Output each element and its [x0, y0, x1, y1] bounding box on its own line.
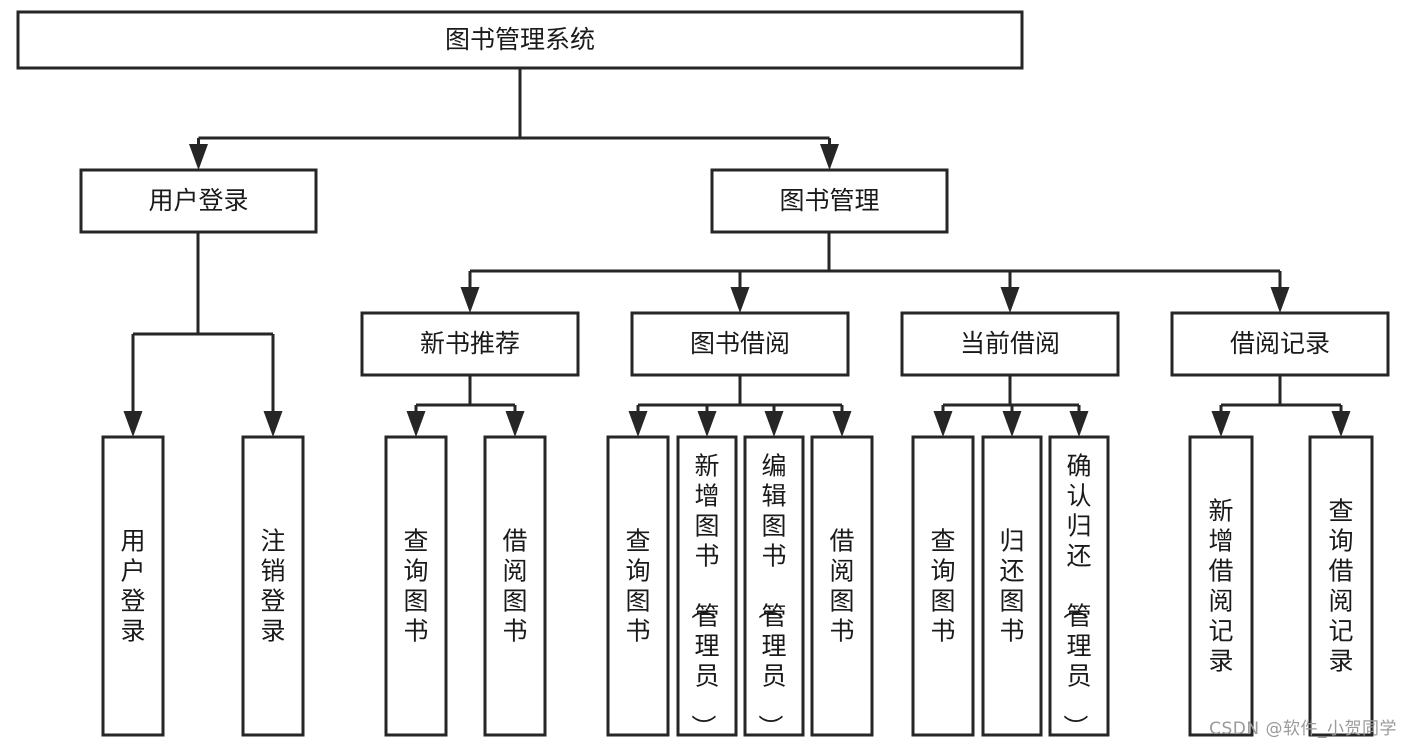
node-label: 图书管理系统: [445, 25, 595, 54]
node-label: 查询借阅记录: [1328, 496, 1353, 675]
node-book-borrow[interactable]: 图书借阅: [630, 311, 850, 377]
node-label: 新增图书（管理员）: [688, 451, 719, 739]
node-label: 图书管理: [779, 186, 879, 215]
node-leaf-add-book[interactable]: 新增图书（管理员）: [676, 435, 738, 739]
node-leaf-query-book-1[interactable]: 查询图书: [384, 435, 448, 737]
node-box: [900, 311, 1120, 377]
node-label: 用户登录: [120, 526, 145, 645]
node-leaf-query-record[interactable]: 查询借阅记录: [1308, 435, 1374, 737]
node-box: [101, 435, 165, 737]
node-box: [241, 435, 305, 737]
node-leaf-query-book-2[interactable]: 查询图书: [606, 435, 670, 737]
node-label: 用户登录: [148, 186, 248, 215]
node-box: [676, 435, 738, 737]
node-borrow-record[interactable]: 借阅记录: [1170, 311, 1390, 377]
node-label: 借阅记录: [1230, 329, 1330, 358]
node-box: [1170, 311, 1390, 377]
node-leaf-return-book[interactable]: 归还图书: [981, 435, 1043, 737]
arrow-head-icon: [189, 144, 208, 170]
node-leaf-user-login[interactable]: 用户登录: [101, 435, 165, 737]
arrow-head-icon: [406, 411, 426, 437]
arrow-head-icon: [1000, 287, 1020, 313]
arrow-head-icon: [263, 411, 283, 437]
node-label: 确认归还（管理员）: [1060, 451, 1091, 739]
arrow-head-icon: [697, 411, 717, 437]
node-label: 查询图书: [625, 526, 650, 645]
node-box: [384, 435, 448, 737]
node-leaf-edit-book[interactable]: 编辑图书（管理员）: [743, 435, 805, 739]
node-label: 新书推荐: [420, 329, 520, 358]
connectors-layer: [123, 68, 1351, 437]
node-box: [911, 435, 975, 737]
node-leaf-query-book-3[interactable]: 查询图书: [911, 435, 975, 737]
node-current-borrow[interactable]: 当前借阅: [900, 311, 1120, 377]
node-box: [981, 435, 1043, 737]
node-label: 查询图书: [930, 526, 955, 645]
arrow-head-icon: [1270, 287, 1290, 313]
node-box: [743, 435, 805, 737]
node-leaf-logout[interactable]: 注销登录: [241, 435, 305, 737]
node-leaf-add-record[interactable]: 新增借阅记录: [1188, 435, 1254, 737]
node-label: 归还图书: [999, 526, 1024, 645]
arrow-head-icon: [730, 287, 750, 313]
node-label: 当前借阅: [960, 329, 1060, 358]
arrow-head-icon: [764, 411, 784, 437]
nodes-layer: 图书管理系统用户登录图书管理新书推荐图书借阅当前借阅借阅记录用户登录注销登录查询…: [16, 10, 1390, 739]
node-label: 图书借阅: [690, 329, 790, 358]
node-label: 借阅图书: [502, 526, 527, 645]
node-leaf-confirm-return[interactable]: 确认归还（管理员）: [1048, 435, 1110, 739]
arrow-head-icon: [1069, 411, 1089, 437]
node-box: [710, 168, 949, 234]
node-box: [360, 311, 580, 377]
node-box: [483, 435, 547, 737]
arrow-head-icon: [1331, 411, 1351, 437]
node-new-book-rec[interactable]: 新书推荐: [360, 311, 580, 377]
node-label: 注销登录: [260, 526, 285, 645]
node-book-manage[interactable]: 图书管理: [710, 168, 949, 234]
arrow-head-icon: [832, 411, 852, 437]
node-box: [79, 168, 318, 234]
node-box: [1188, 435, 1254, 737]
node-label: 新增借阅记录: [1208, 496, 1233, 675]
node-box: [630, 311, 850, 377]
arrow-head-icon: [505, 411, 525, 437]
node-label: 借阅图书: [829, 526, 854, 645]
node-label: 查询图书: [403, 526, 428, 645]
node-box: [810, 435, 874, 737]
arrow-head-icon: [123, 411, 143, 437]
arrow-head-icon: [933, 411, 953, 437]
node-label: 编辑图书（管理员）: [755, 451, 786, 739]
arrow-head-icon: [820, 144, 839, 170]
arrow-head-icon: [1211, 411, 1231, 437]
node-box: [16, 10, 1024, 70]
node-leaf-borrow-book-2[interactable]: 借阅图书: [810, 435, 874, 737]
arrow-head-icon: [460, 287, 480, 313]
node-box: [1048, 435, 1110, 737]
arrow-head-icon: [1002, 411, 1022, 437]
arrow-head-icon: [628, 411, 648, 437]
node-user-login[interactable]: 用户登录: [79, 168, 318, 234]
node-leaf-borrow-book-1[interactable]: 借阅图书: [483, 435, 547, 737]
node-box: [1308, 435, 1374, 737]
node-root[interactable]: 图书管理系统: [16, 10, 1024, 70]
node-box: [606, 435, 670, 737]
